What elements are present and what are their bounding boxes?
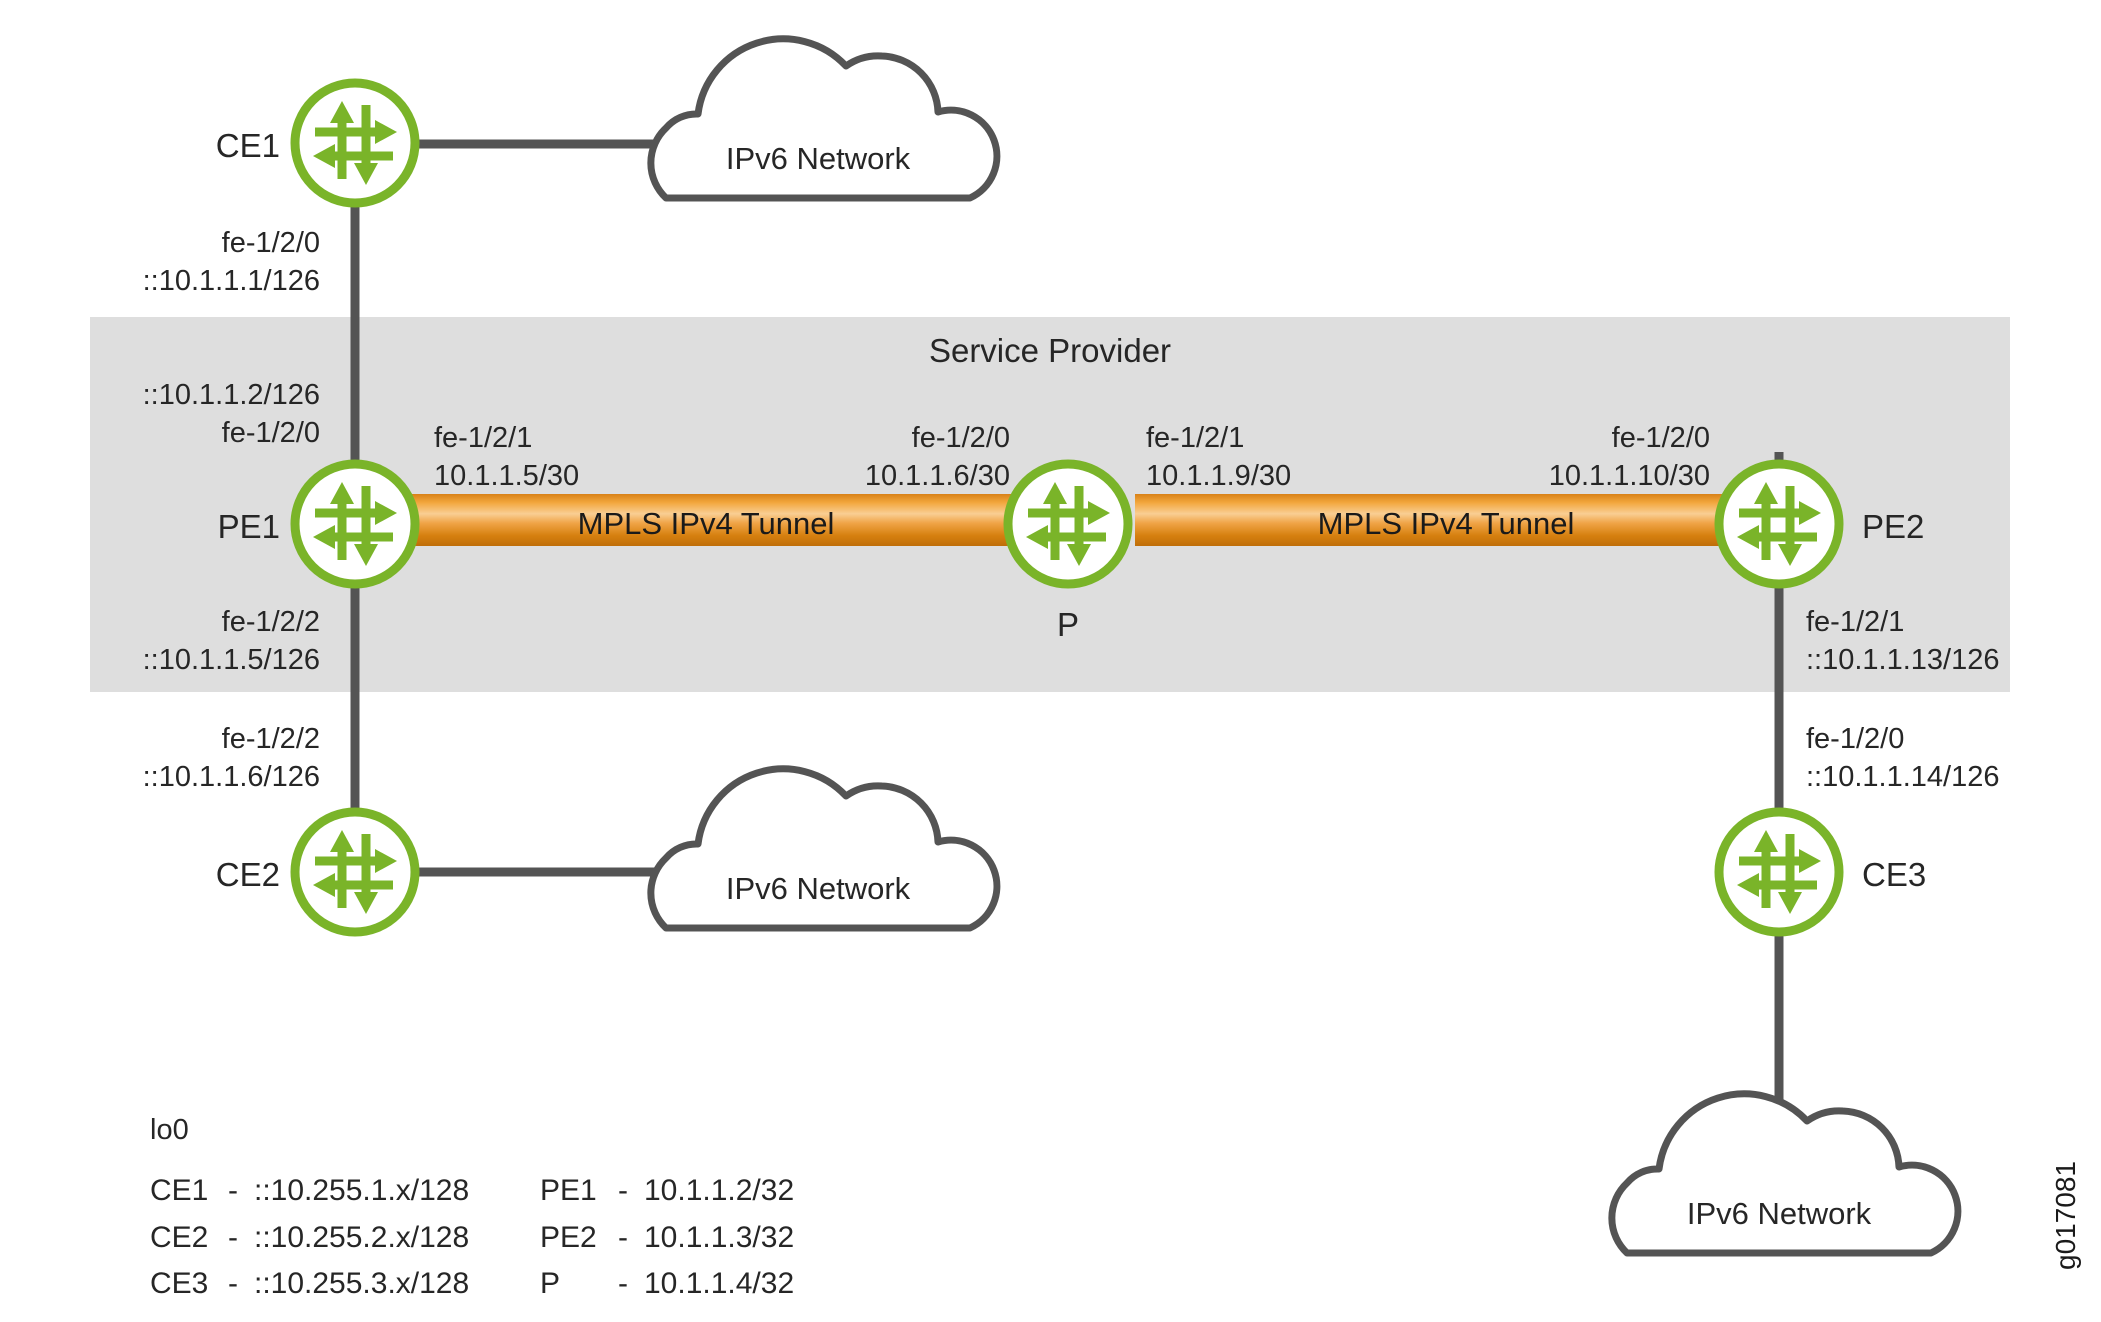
legend-cell-right: PE1-10.1.1.2/32 <box>540 1168 870 1215</box>
legend-address: ::10.255.1.x/128 <box>254 1174 470 1207</box>
iface-label-p-left-addr: 10.1.1.6/30 <box>864 460 1010 492</box>
iface-label-pe1-right-addr: 10.1.1.5/30 <box>434 460 580 492</box>
legend-address: ::10.255.3.x/128 <box>254 1267 470 1300</box>
legend-row: CE1-::10.255.1.x/128 PE1-10.1.1.2/32 <box>150 1168 870 1215</box>
legend-cell-left: CE3-::10.255.3.x/128 <box>150 1261 540 1308</box>
iface-label-pe2-down-name: fe-1/2/1 <box>1806 606 1905 638</box>
mpls-tunnel-bar-right <box>1135 494 1757 546</box>
document-id-watermark: g017081 <box>2050 1160 2081 1270</box>
mpls-tunnel-bar-left <box>396 494 1016 546</box>
iface-label-ce2-up-addr: ::10.1.1.6/126 <box>142 761 320 793</box>
tunnel-label-right: MPLS IPv4 Tunnel <box>1317 506 1575 541</box>
iface-label-ce2-up-name: fe-1/2/2 <box>221 723 320 755</box>
legend-address: 10.1.1.2/32 <box>644 1174 795 1207</box>
iface-label-p-right-name: fe-1/2/1 <box>1146 422 1245 454</box>
legend-cell-left: CE1-::10.255.1.x/128 <box>150 1168 540 1215</box>
legend-row: CE3-::10.255.3.x/128 P-10.1.1.4/32 <box>150 1261 870 1308</box>
cloud-label-3: IPv6 Network <box>1686 1196 1872 1231</box>
iface-label-pe1-up-name: fe-1/2/0 <box>221 417 320 449</box>
legend-address: ::10.255.2.x/128 <box>254 1220 470 1254</box>
iface-label-pe1-right-name: fe-1/2/1 <box>434 422 533 454</box>
iface-label-pe1-up-addr: ::10.1.1.2/126 <box>142 379 320 411</box>
iface-label-p-left-name: fe-1/2/0 <box>911 422 1010 454</box>
node-label-pe1: PE1 <box>217 508 280 545</box>
node-label-pe2: PE2 <box>1862 508 1925 545</box>
iface-label-ce3-up-name: fe-1/2/0 <box>1806 723 1905 755</box>
iface-label-pe2-left-name: fe-1/2/0 <box>1611 422 1710 454</box>
legend-table: CE1-::10.255.1.x/128 PE1-10.1.1.2/32 CE2… <box>150 1168 870 1308</box>
legend-cell-right: P -10.1.1.4/32 <box>540 1261 870 1308</box>
legend-node-name: P <box>540 1267 561 1300</box>
tunnel-label-left: MPLS IPv4 Tunnel <box>577 506 835 541</box>
legend-row: CE2-::10.255.2.x/128 PE2-10.1.1.3/32 <box>150 1215 870 1262</box>
cloud-label-2: IPv6 Network <box>725 871 911 906</box>
cloud-label-1: IPv6 Network <box>725 141 911 176</box>
router-node-pe1 <box>295 464 415 584</box>
legend-node-name: CE1 <box>150 1174 209 1207</box>
iface-label-pe2-down-addr: ::10.1.1.13/126 <box>1806 644 2000 676</box>
legend-dash: - <box>228 1220 238 1254</box>
legend-dash: - <box>228 1174 238 1207</box>
legend-node-name: PE2 <box>540 1220 597 1254</box>
legend-dash: - <box>618 1220 628 1254</box>
legend-dash: - <box>618 1267 628 1300</box>
legend-cell-left: CE2-::10.255.2.x/128 <box>150 1215 540 1262</box>
iface-label-ce1-down-name: fe-1/2/0 <box>221 227 320 259</box>
legend-node-name: PE1 <box>540 1174 597 1207</box>
iface-label-ce1-down-addr: ::10.1.1.1/126 <box>142 265 320 297</box>
node-label-ce3: CE3 <box>1862 856 1927 893</box>
legend-node-name: CE2 <box>150 1220 209 1254</box>
legend-dash: - <box>228 1267 238 1300</box>
legend-address: 10.1.1.4/32 <box>644 1267 795 1300</box>
legend-node-name: CE3 <box>150 1267 209 1300</box>
service-provider-label: Service Provider <box>928 332 1172 369</box>
iface-label-p-right-addr: 10.1.1.9/30 <box>1146 460 1292 492</box>
legend-dash: - <box>618 1174 628 1207</box>
router-node-p <box>1008 464 1128 584</box>
router-node-ce1 <box>295 83 415 203</box>
iface-label-pe1-down-name: fe-1/2/2 <box>221 606 320 638</box>
legend-heading: lo0 <box>150 1114 189 1146</box>
iface-label-pe1-down-addr: ::10.1.1.5/126 <box>142 644 320 676</box>
node-label-p: P <box>1056 606 1079 643</box>
node-label-ce1: CE1 <box>215 127 280 164</box>
iface-label-pe2-left-addr: 10.1.1.10/30 <box>1548 460 1710 492</box>
router-node-ce3 <box>1719 812 1839 932</box>
legend-address: 10.1.1.3/32 <box>644 1220 795 1254</box>
router-node-ce2 <box>295 812 415 932</box>
legend-cell-right: PE2-10.1.1.3/32 <box>540 1215 870 1262</box>
node-label-ce2: CE2 <box>215 856 280 893</box>
iface-label-ce3-up-addr: ::10.1.1.14/126 <box>1806 761 2000 793</box>
router-node-pe2 <box>1719 464 1839 584</box>
